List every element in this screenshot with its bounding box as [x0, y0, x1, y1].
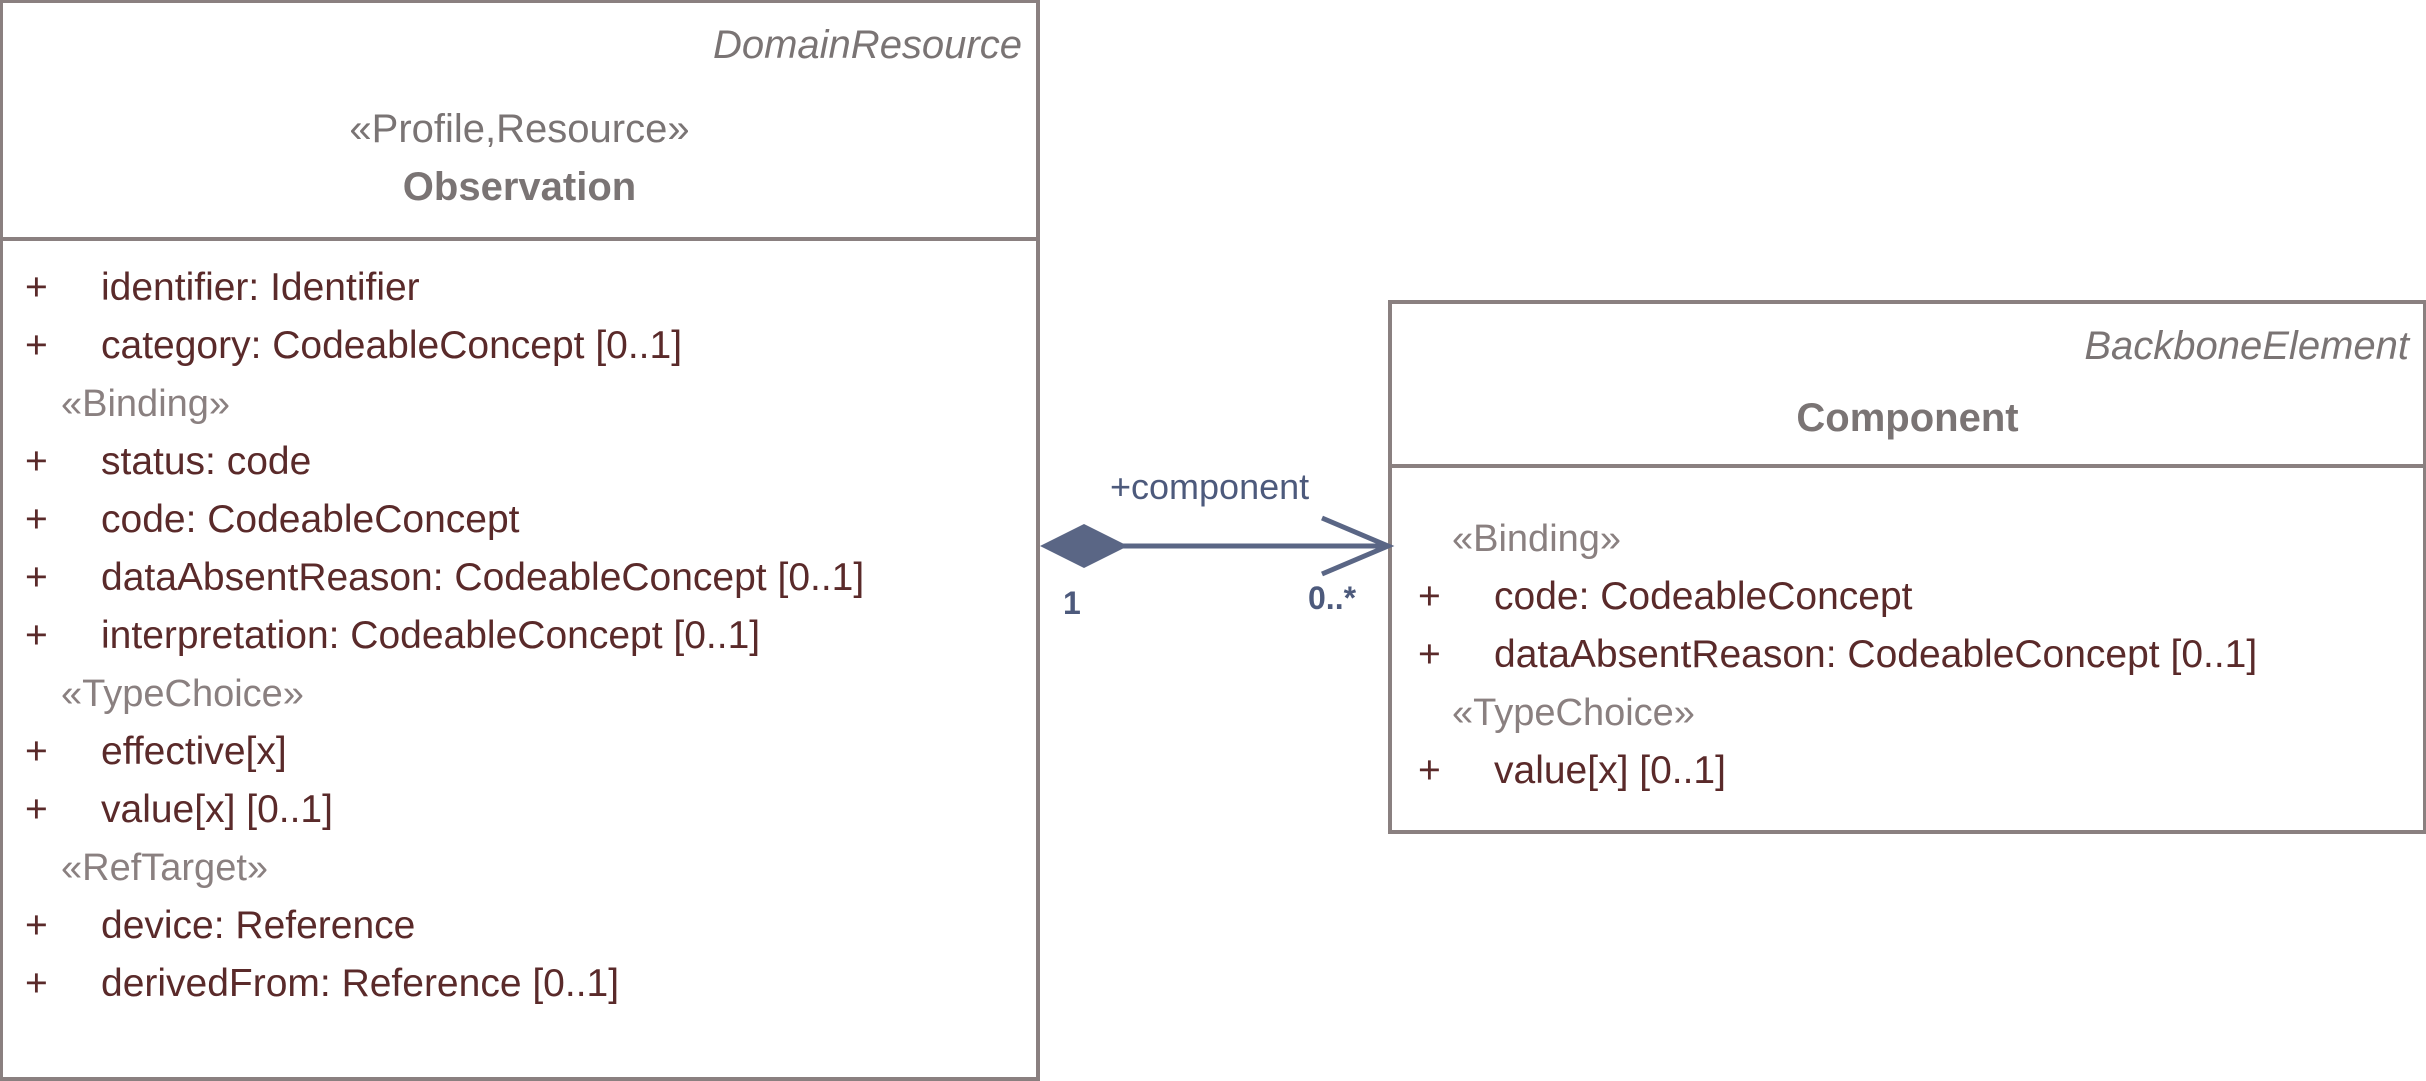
component-class-name: Component	[1796, 396, 2019, 440]
attribute-visibility: +	[25, 614, 48, 657]
attribute-row: + code: CodeableConcept	[1392, 568, 2423, 626]
attribute-visibility: +	[25, 266, 48, 309]
typechoice-stereotype-label: «TypeChoice»	[61, 673, 304, 715]
navigable-arrowhead-icon	[1321, 515, 1395, 577]
attribute-row: + status: code	[3, 433, 1036, 491]
attribute-row: + interpretation: CodeableConcept [0..1]	[3, 607, 1036, 665]
attribute-text: dataAbsentReason: CodeableConcept [0..1]	[101, 556, 865, 599]
attribute-text: dataAbsentReason: CodeableConcept [0..1]	[1494, 633, 2258, 676]
attribute-visibility: +	[1418, 749, 1441, 792]
attribute-text: identifier: Identifier	[101, 266, 420, 309]
observation-class: DomainResource «Profile,Resource» Observ…	[0, 0, 1040, 1081]
attribute-row: + dataAbsentReason: CodeableConcept [0..…	[3, 549, 1036, 607]
attribute-text: status: code	[101, 440, 312, 483]
target-multiplicity: 0..*	[1308, 580, 1357, 616]
binding-stereotype-label: «Binding»	[1452, 518, 1622, 560]
attribute-visibility: +	[1418, 633, 1441, 676]
observation-superclass: DomainResource	[712, 23, 1022, 67]
attribute-visibility: +	[25, 904, 48, 947]
attribute-text: category: CodeableConcept [0..1]	[101, 324, 683, 367]
attribute-row: + value[x] [0..1]	[3, 781, 1036, 839]
attribute-visibility: +	[25, 324, 48, 367]
attribute-row: + value[x] [0..1]	[1392, 742, 2423, 800]
attribute-text: code: CodeableConcept	[1494, 575, 1913, 618]
attribute-visibility: +	[25, 556, 48, 599]
attribute-visibility: +	[25, 788, 48, 831]
component-attributes: «Binding» + code: CodeableConcept + data…	[1392, 510, 2423, 800]
attribute-text: value[x] [0..1]	[101, 788, 333, 831]
composition-diamond-icon	[1040, 524, 1128, 568]
attribute-visibility: +	[25, 440, 48, 483]
attribute-row: + code: CodeableConcept	[3, 491, 1036, 549]
component-superclass: BackboneElement	[2084, 324, 2409, 368]
attribute-visibility: +	[25, 730, 48, 773]
observation-attributes: + identifier: Identifier + category: Cod…	[3, 3, 1036, 1013]
component-class: BackboneElement Component «Binding» + co…	[1388, 300, 2426, 834]
attribute-row: + dataAbsentReason: CodeableConcept [0..…	[1392, 626, 2423, 684]
source-multiplicity: 1	[1063, 585, 1081, 621]
attribute-text: interpretation: CodeableConcept [0..1]	[101, 614, 761, 657]
attribute-row: + effective[x]	[3, 723, 1036, 781]
observation-stereotype: «Profile,Resource»	[349, 107, 690, 151]
attribute-text: code: CodeableConcept	[101, 498, 520, 541]
attribute-row: + device: Reference	[3, 897, 1036, 955]
attribute-row: + identifier: Identifier	[3, 259, 1036, 317]
attribute-visibility: +	[1418, 575, 1441, 618]
attribute-text: derivedFrom: Reference [0..1]	[101, 962, 620, 1005]
observation-class-name: Observation	[402, 165, 637, 209]
attribute-visibility: +	[25, 498, 48, 541]
attribute-text: value[x] [0..1]	[1494, 749, 1726, 792]
observation-header: DomainResource «Profile,Resource» Observ…	[3, 3, 1036, 241]
reftarget-stereotype-label: «RefTarget»	[61, 847, 269, 889]
attribute-visibility: +	[25, 962, 48, 1005]
association-role-label: +component	[1110, 466, 1310, 507]
attribute-text: device: Reference	[101, 904, 416, 947]
binding-stereotype-label: «Binding»	[61, 383, 231, 425]
typechoice-stereotype-label: «TypeChoice»	[1452, 692, 1695, 734]
attribute-row: + derivedFrom: Reference [0..1]	[3, 955, 1036, 1013]
attribute-row: + category: CodeableConcept [0..1]	[3, 317, 1036, 375]
attribute-text: effective[x]	[101, 730, 287, 773]
component-header: BackboneElement Component	[1392, 304, 2423, 468]
